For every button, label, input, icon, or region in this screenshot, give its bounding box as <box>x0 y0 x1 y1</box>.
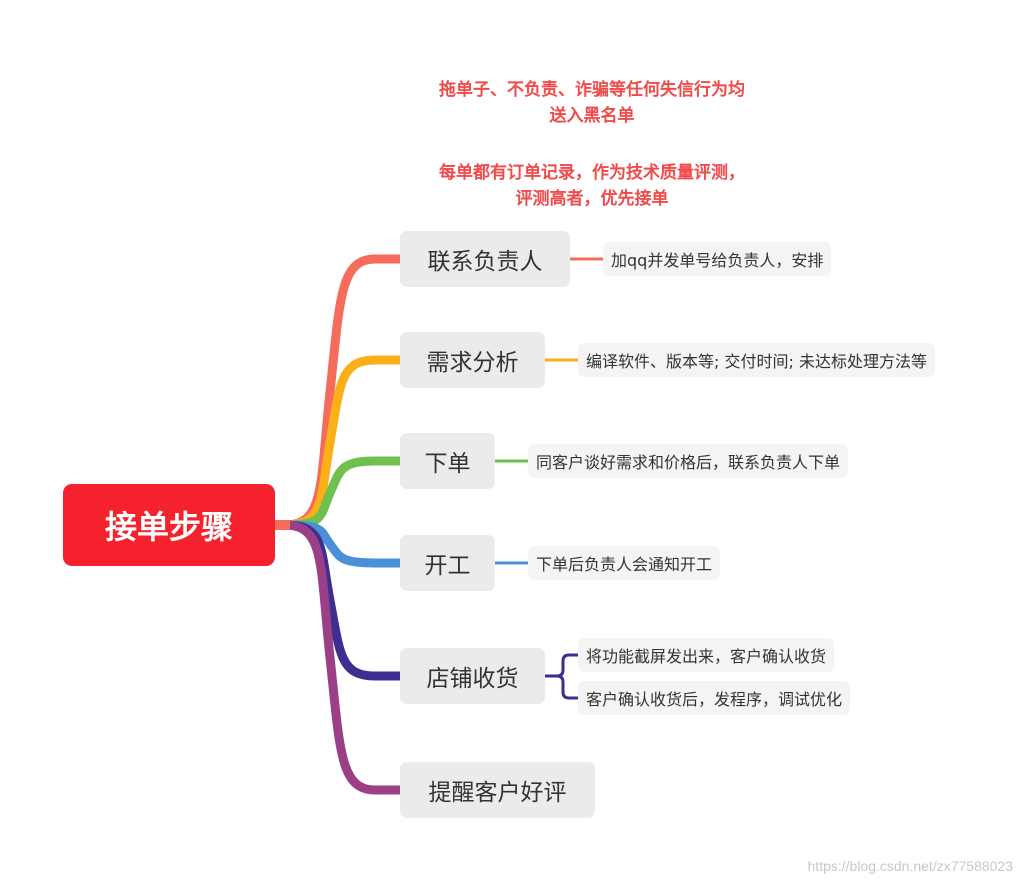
leaf-receipt-deliver[interactable]: 客户确认收货后，发程序，调试优化 <box>578 681 851 715</box>
branch-remind-review[interactable]: 提醒客户好评 <box>400 762 595 818</box>
branch-place-order[interactable]: 下单 <box>400 433 495 489</box>
root-node[interactable]: 接单步骤 <box>63 484 275 566</box>
branch-connector <box>280 520 405 681</box>
leaf-contact-detail[interactable]: 加qq并发单号给负责人，安排 <box>603 242 832 276</box>
note-line: 拖单子、不负责、诈骗等任何失信行为均 <box>439 80 745 100</box>
leaf-requirement-detail[interactable]: 编译软件、版本等; 交付时间; 未达标处理方法等 <box>578 343 935 377</box>
root-connector-stub <box>268 520 290 530</box>
leaf-connector <box>555 674 580 700</box>
branch-start-work[interactable]: 开工 <box>400 535 495 591</box>
branch-requirement-analysis[interactable]: 需求分析 <box>400 332 545 388</box>
leaf-order-detail[interactable]: 同客户谈好需求和价格后，联系负责人下单 <box>528 444 849 478</box>
leaf-receipt-screenshot[interactable]: 将功能截屏发出来，客户确认收货 <box>578 638 835 672</box>
branch-contact-manager[interactable]: 联系负责人 <box>400 231 570 287</box>
leaf-connector <box>555 653 580 678</box>
watermark: https://blog.csdn.net/zx77588023 <box>807 858 1013 874</box>
note-line: 评测高者，优先接单 <box>515 189 669 209</box>
note-order-record: 每单都有订单记录，作为技术质量评测， 评测高者，优先接单 <box>392 160 792 212</box>
note-line: 送入黑名单 <box>549 106 635 126</box>
branch-store-receipt[interactable]: 店铺收货 <box>400 648 545 704</box>
branch-connector <box>280 456 405 530</box>
leaf-start-detail[interactable]: 下单后负责人会通知开工 <box>528 546 721 580</box>
branch-connector <box>280 520 405 795</box>
note-line: 每单都有订单记录，作为技术质量评测， <box>439 163 745 183</box>
note-blacklist: 拖单子、不负责、诈骗等任何失信行为均 送入黑名单 <box>392 77 792 129</box>
branch-connector <box>280 355 405 530</box>
